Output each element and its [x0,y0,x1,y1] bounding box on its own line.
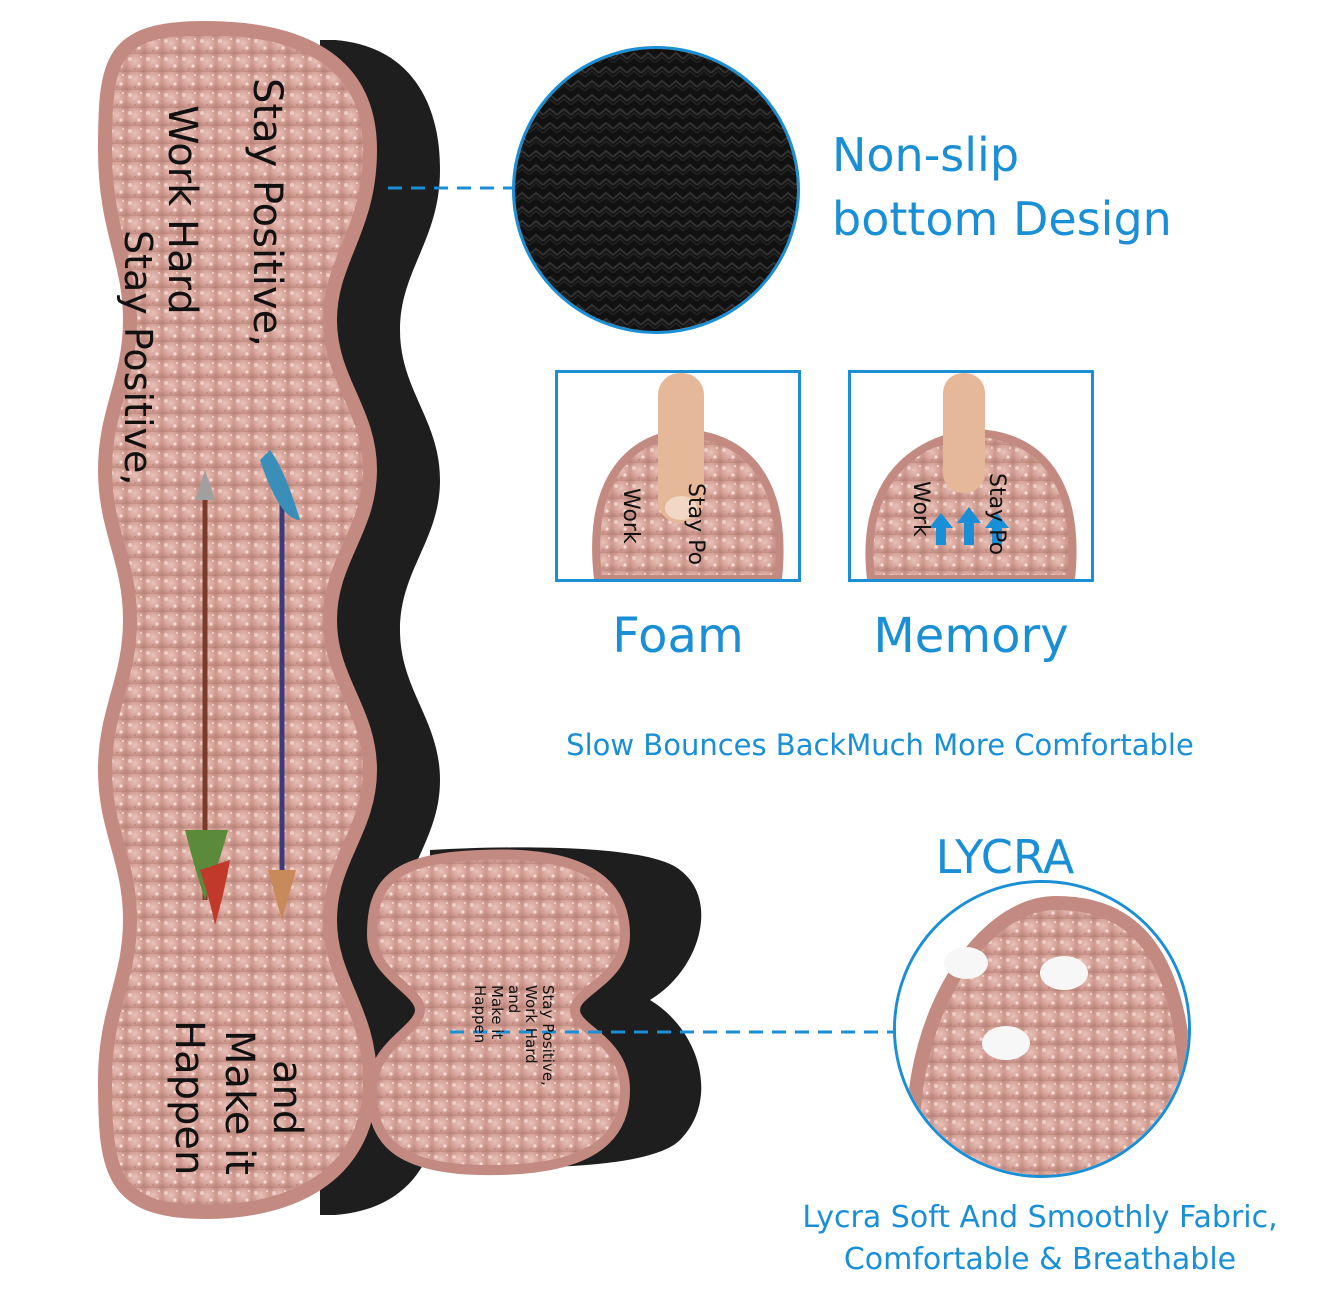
small-pad-surface [366,849,631,1176]
nonslip-title-line1: Non-slip [832,128,1020,182]
memory-inset-text-b: Stay Po [984,473,1009,556]
foam-inset-text-a: Work [618,488,643,544]
pad-text-and-rot: and [264,1060,310,1136]
memory-panel: Work Stay Po [848,370,1094,582]
small-text-line-5: Happen [471,985,489,1044]
foam-inset-text-b: Stay Po [683,483,708,566]
pad-text-work-hard-rot: Work Hard [159,105,205,315]
lycra-title: LYCRA [935,830,1075,884]
foam-panel: Work Stay Po [555,370,801,582]
small-text-line-4: Make it [488,985,506,1040]
lycra-caption-line2: Comfortable & Breathable [843,1242,1237,1277]
large-pad-backing [320,40,440,1215]
foam-label: Foam [612,608,744,664]
nonslip-title-line2: bottom Design [832,192,1172,246]
pad-text-happen-rot: Happen [166,1020,212,1176]
pad-text-stay-positive: Stay Positive, [116,230,160,486]
comfort-caption: Slow Bounces BackMuch More Comfortable [566,728,1194,762]
arrow-illustration-right [260,450,300,920]
large-pad-surface [97,20,378,1220]
memory-label: Memory [873,608,1069,664]
memory-inset-text-a: Work [908,481,933,537]
pad-text-make-it-rot: Make it [216,1030,262,1175]
small-text-line-3: and [505,985,523,1014]
lycra-caption-line1: Lycra Soft And Smoothly Fabric, [802,1200,1278,1235]
small-text-line-1: Stay Positive, [539,985,557,1086]
lycra-magnified-circle [893,880,1191,1178]
nonslip-texture-circle [512,46,800,334]
small-pad-text: Stay Positive, Work Hard and Make it Hap… [471,985,557,1086]
arrow-illustration-left [185,470,230,925]
small-text-line-2: Work Hard [522,985,540,1064]
pad-text-stay-positive-rot: Stay Positive, [244,78,290,347]
